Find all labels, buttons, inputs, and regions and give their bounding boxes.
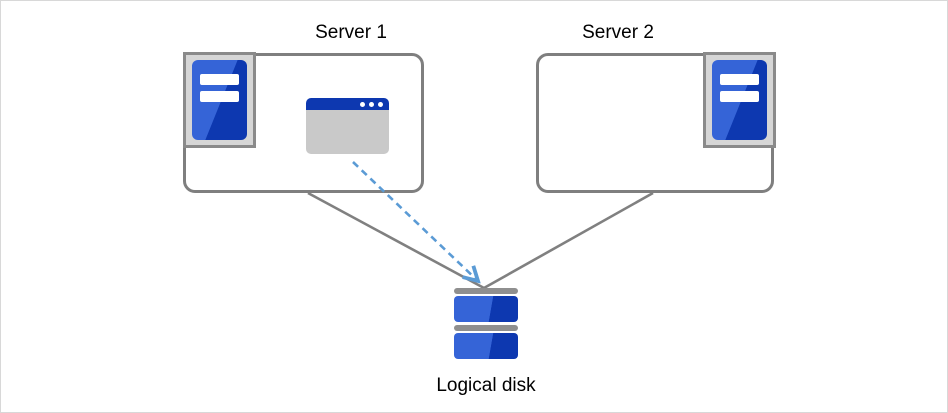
server1-label: Server 1 — [315, 22, 387, 43]
window-dot — [360, 101, 365, 107]
window-body — [306, 110, 389, 154]
disk-middle-bar — [454, 325, 518, 331]
window-dot — [369, 101, 374, 107]
server-drive-slot — [200, 74, 239, 85]
server-tower — [712, 60, 767, 140]
server-drive-slot — [720, 74, 759, 85]
connector-server1-disk — [307, 191, 485, 290]
app-window-icon — [306, 98, 389, 154]
connector-server2-disk — [483, 191, 654, 290]
server2-label: Server 2 — [582, 22, 654, 43]
logical-disk-label: Logical disk — [436, 375, 536, 396]
disk-platter — [454, 333, 518, 359]
server-icon — [703, 52, 776, 148]
server-icon — [183, 52, 256, 148]
server-drive-slot — [720, 91, 759, 102]
window-titlebar — [306, 98, 389, 110]
disk-icon — [454, 288, 518, 362]
server-drive-slot — [200, 91, 239, 102]
disk-top-bar — [454, 288, 518, 294]
window-dot — [378, 101, 383, 107]
disk-platter — [454, 296, 518, 322]
server-tower — [192, 60, 247, 140]
